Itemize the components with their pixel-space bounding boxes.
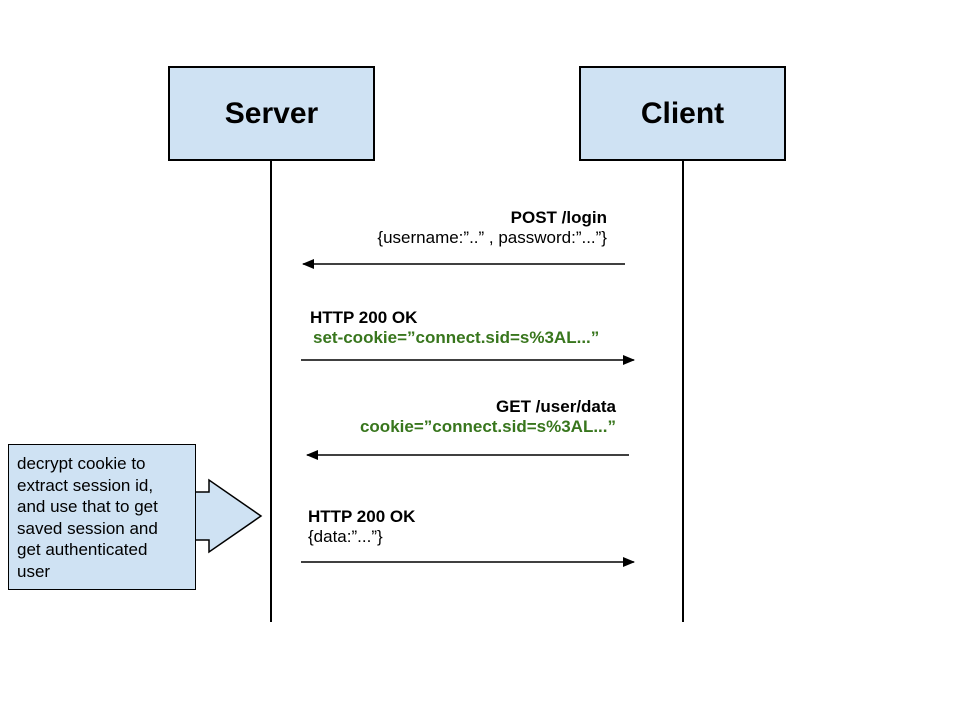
note-pointer-arrow xyxy=(194,478,263,554)
message-label: POST /login xyxy=(510,208,607,227)
message-label: HTTP 200 OK xyxy=(310,308,418,327)
server-actor-box: Server xyxy=(168,66,375,161)
note-line: user xyxy=(17,561,51,581)
note-line: get authenticated xyxy=(17,540,148,559)
message-http-200-set-cookie: HTTP 200 OK set-cookie=”connect.sid=s%3A… xyxy=(310,308,599,348)
message-payload: {data:”...”} xyxy=(308,527,383,546)
message-label: GET /user/data xyxy=(496,397,616,416)
message-post-login: POST /login {username:”..” , password:”.… xyxy=(300,208,607,248)
client-actor-box: Client xyxy=(579,66,786,161)
server-actor-label: Server xyxy=(224,96,319,130)
server-note: decrypt cookie to extract session id, an… xyxy=(8,444,196,590)
message-http-200-data: HTTP 200 OK {data:”...”} xyxy=(308,507,415,547)
note-line: saved session and xyxy=(17,518,158,538)
note-line: extract session id, xyxy=(17,475,154,495)
message-payload: cookie=”connect.sid=s%3AL...” xyxy=(359,417,616,436)
client-actor-label: Client xyxy=(640,96,725,130)
note-line: and use that to get xyxy=(17,497,158,516)
message-label: HTTP 200 OK xyxy=(308,507,416,526)
note-line: decrypt cookie to xyxy=(17,454,146,473)
message-get-user-data: GET /user/data cookie=”connect.sid=s%3AL… xyxy=(300,397,616,437)
message-payload: set-cookie=”connect.sid=s%3AL...” xyxy=(313,328,600,347)
message-payload: {username:”..” , password:”...”} xyxy=(377,228,607,247)
